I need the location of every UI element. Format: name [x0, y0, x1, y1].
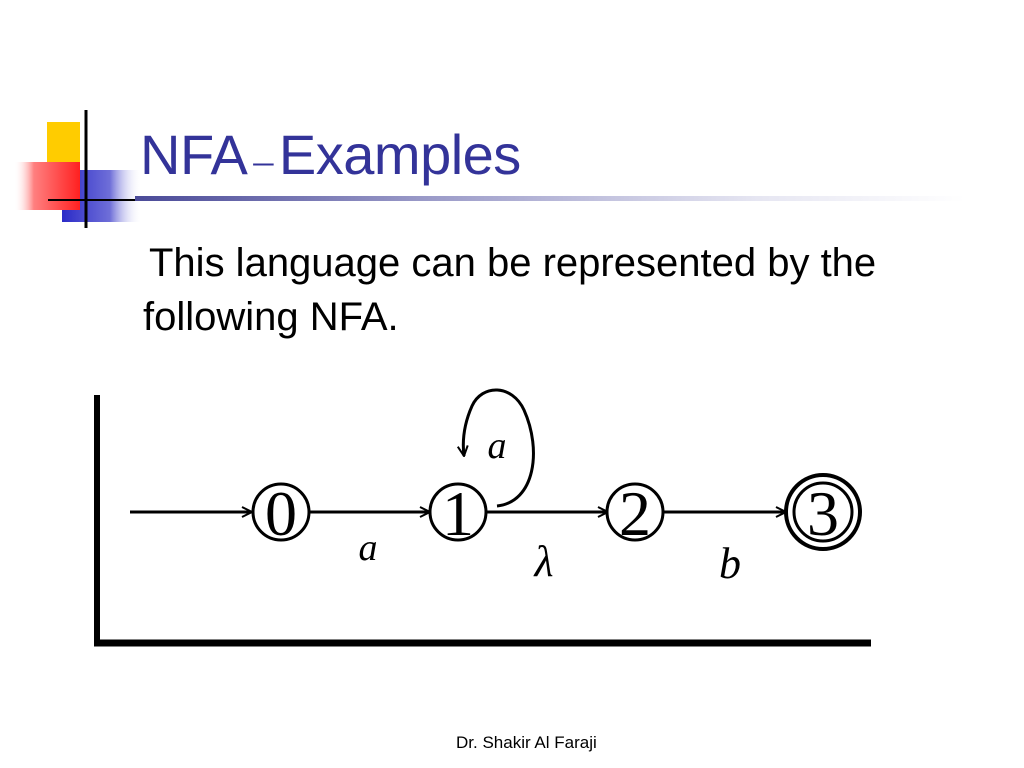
state-3-accepting: 3: [784, 473, 862, 551]
state-3-label: 3: [807, 478, 839, 549]
title-suffix: Examples: [278, 123, 521, 186]
edge-1-2-label: λ: [532, 537, 553, 586]
state-0-label: 0: [265, 478, 297, 549]
state-1: 1: [428, 478, 488, 549]
edge-1-self-loop: [463, 388, 535, 508]
title-underline: [135, 196, 965, 201]
edge-0-1-label: a: [359, 527, 378, 569]
state-2-label: 2: [619, 478, 651, 549]
title-prefix: NFA: [140, 123, 248, 186]
slide-logo-decoration: [14, 110, 142, 228]
state-1-label: 1: [442, 478, 474, 549]
slide-footer-author: Dr. Shakir Al Faraji: [456, 733, 597, 752]
slide-body-text: This language can be represented by the …: [143, 241, 877, 339]
edge-1-self-loop-label: a: [488, 425, 507, 467]
slide-title: NFA–Examples: [140, 120, 521, 196]
state-2: 2: [605, 478, 665, 549]
state-0: 0: [251, 478, 311, 549]
nfa-diagram: 0 1 2 3 a a λ b: [94, 388, 871, 647]
edge-2-3-label: b: [719, 539, 741, 588]
title-dash: –: [253, 138, 273, 183]
